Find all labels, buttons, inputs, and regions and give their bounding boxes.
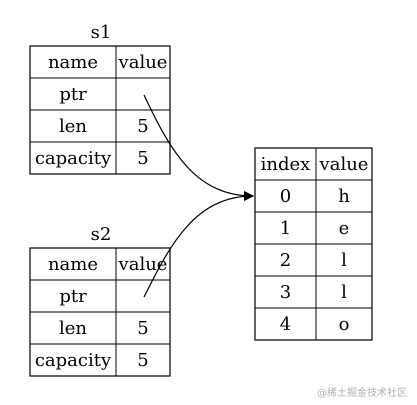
s1-row-capacity-value: 5 [137, 148, 148, 169]
s2-header-name: name [48, 254, 98, 275]
s2-header-value: value [118, 254, 168, 275]
s2-ptr-arrow [143, 191, 254, 298]
s1-header-value: value [118, 52, 168, 73]
s1-row-len-name: len [59, 116, 87, 137]
heap-row-0-value: h [338, 186, 350, 207]
heap-row-4-index: 4 [280, 314, 291, 335]
s2-row-ptr-name: ptr [59, 286, 87, 307]
s1-header-name: name [48, 52, 98, 73]
heap-row-4-value: o [339, 314, 350, 335]
heap-row-1-index: 1 [280, 218, 291, 239]
s1-ptr-arrow [143, 94, 254, 201]
heap-row-2-index: 2 [280, 250, 291, 271]
s2-row-capacity-name: capacity [35, 350, 112, 371]
s1-title: s1 [91, 22, 112, 43]
heap-row-1-value: e [339, 218, 350, 239]
heap-table: index value 0 h 1 e 2 l 3 l 4 o [254, 147, 373, 341]
s2-row-len-name: len [59, 318, 87, 339]
s1-row-ptr-name: ptr [59, 84, 87, 105]
watermark-text: @稀土掘金技术社区 [317, 388, 407, 399]
s1-table: s1 name value ptr len 5 capacity 5 [29, 22, 171, 175]
heap-header-value: value [319, 154, 369, 175]
s2-row-len-value: 5 [137, 318, 148, 339]
s1-row-capacity-name: capacity [35, 148, 112, 169]
s1-row-len-value: 5 [137, 116, 148, 137]
heap-row-3-value: l [341, 282, 347, 303]
heap-header-index: index [261, 154, 311, 175]
s2-table: s2 name value ptr len 5 capacity 5 [29, 224, 171, 377]
heap-row-2-value: l [341, 250, 347, 271]
heap-row-3-index: 3 [280, 282, 291, 303]
s2-row-capacity-value: 5 [137, 350, 148, 371]
s2-title: s2 [91, 224, 112, 245]
heap-row-0-index: 0 [280, 186, 291, 207]
